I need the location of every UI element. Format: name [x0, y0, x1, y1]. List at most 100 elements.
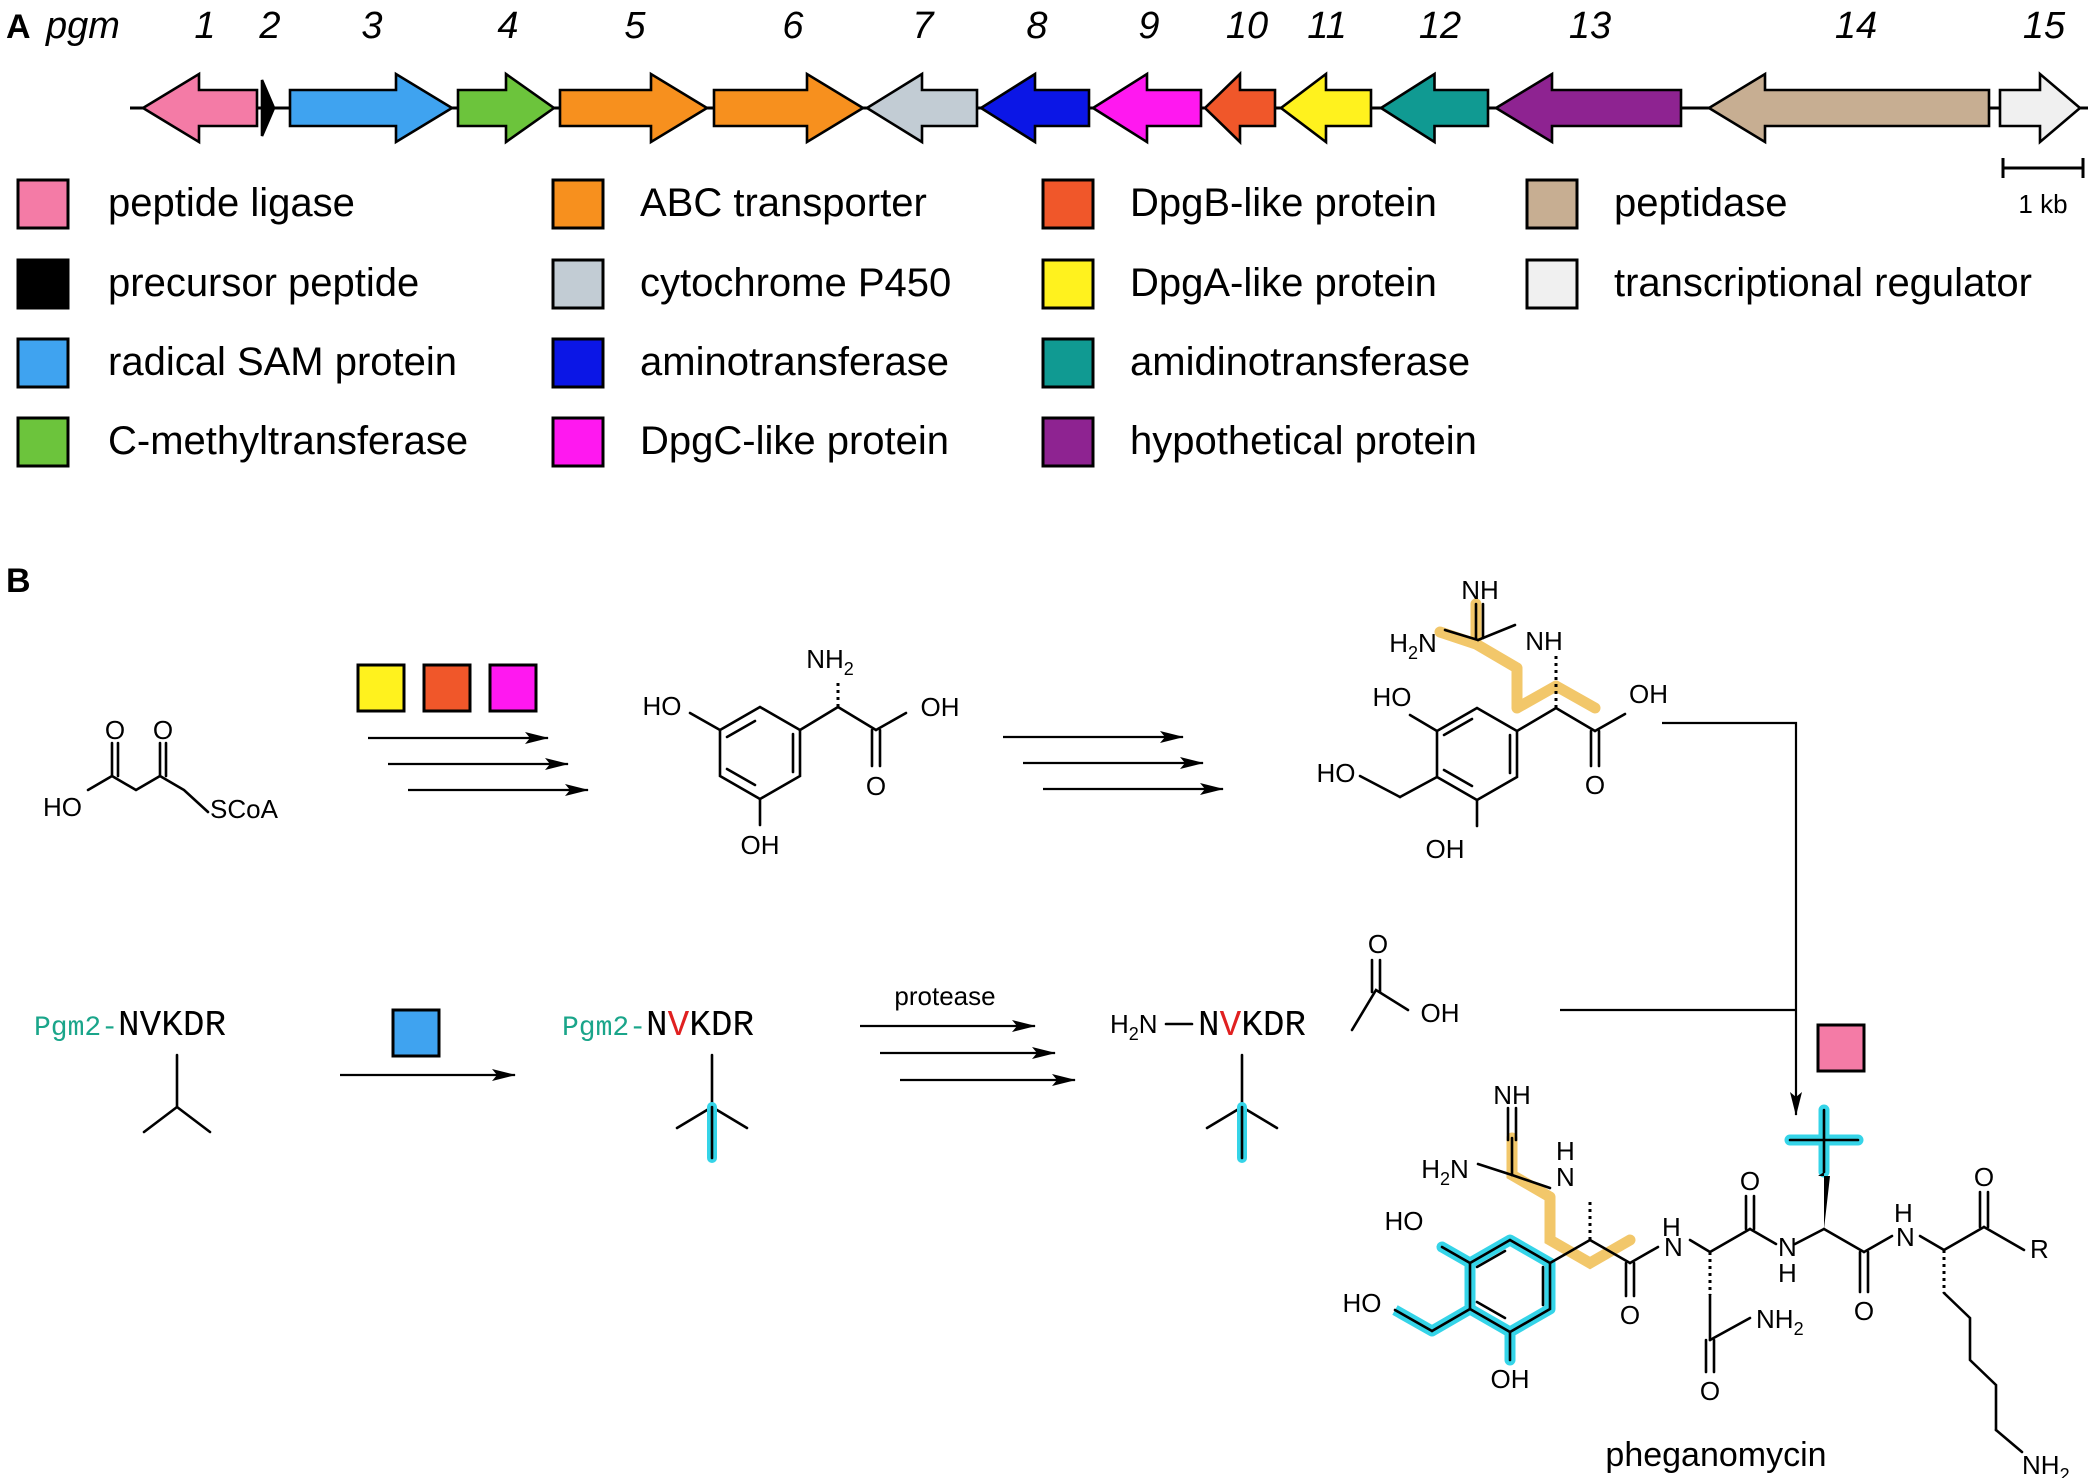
atom-h: H	[1662, 1212, 1681, 1242]
legend-label: hypothetical protein	[1130, 419, 1477, 463]
atom-o: O	[153, 715, 173, 745]
atom-ho: HO	[1373, 682, 1412, 712]
gene-number-10: 10	[1226, 5, 1268, 47]
gene-arrow-5	[558, 71, 710, 145]
atom-h2n: H2N	[1110, 1009, 1158, 1044]
atom-o: O	[1740, 1166, 1760, 1196]
gene-arrow-15	[1998, 71, 2083, 145]
atom-o: O	[1700, 1376, 1720, 1406]
connector-line	[1662, 721, 1798, 1008]
gene-arrow-11	[1278, 71, 1373, 145]
atom-ho: HO	[1317, 758, 1356, 788]
legend-label: precursor peptide	[108, 261, 419, 305]
gene-number-14: 14	[1835, 5, 1877, 47]
atom-n: N	[1664, 1232, 1683, 1262]
gene-number-1: 1	[194, 5, 215, 47]
atom-oh: OH	[1426, 834, 1465, 864]
legend-label: C-methyltransferase	[108, 419, 468, 463]
protease-label: protease	[894, 981, 995, 1011]
legend-swatch	[551, 178, 605, 230]
atom-nh2: NH2	[806, 644, 854, 679]
legend-swatch	[1525, 258, 1579, 310]
gene-arrow-14	[1706, 71, 1991, 145]
legend-swatch	[16, 258, 70, 310]
precursor-peptide: Pgm2-NVKDR	[34, 1005, 226, 1134]
legend-swatch	[1041, 416, 1095, 468]
atom-o: O	[1585, 770, 1605, 800]
atom-ho: HO	[1385, 1206, 1424, 1236]
legend-swatch	[1041, 178, 1095, 230]
legend-swatch	[16, 416, 70, 468]
atom-nh: NH	[1525, 626, 1563, 656]
pheganomycin-structure: NH H2N N H HO HO OH O H N O NH2 O N H O …	[1343, 1080, 2070, 1478]
gene-number-5: 5	[624, 5, 646, 47]
scale-bar-label: 1 kb	[2018, 189, 2067, 219]
gene-number-15: 15	[2023, 5, 2066, 47]
legend-label: DpgC-like protein	[640, 419, 949, 463]
gene-number-3: 3	[361, 5, 382, 47]
enzyme-box-dpgc	[488, 663, 538, 713]
peptide-cleaved-label: NVKDR	[1198, 1005, 1306, 1046]
legend-label: DpgA-like protein	[1130, 261, 1437, 305]
gene-arrow-1	[140, 71, 259, 145]
atom-nh2: NH2	[2022, 1450, 2070, 1478]
guanidino-dpg-intermediate: NH H2N NH HO HO OH OH O	[1317, 575, 1669, 864]
atom-oh: OH	[741, 830, 780, 860]
atom-oh: OH	[1421, 998, 1460, 1028]
gene-arrow-7	[864, 71, 979, 145]
legend-label: peptidase	[1614, 181, 1787, 225]
atom-r: R	[2030, 1234, 2049, 1264]
atom-h2n: H2N	[1421, 1154, 1469, 1189]
legend-label: transcriptional regulator	[1614, 261, 2032, 305]
legend-label: peptide ligase	[108, 181, 355, 225]
legend-swatch	[551, 337, 605, 389]
legend-swatch	[1041, 258, 1095, 310]
methylated-peptide: Pgm2-NVKDR	[562, 1005, 754, 1163]
atom-nh: NH	[1493, 1080, 1531, 1110]
panel-b-label: B	[6, 562, 31, 600]
atom-o: O	[1368, 929, 1388, 959]
atom-nh2: NH2	[1756, 1304, 1804, 1339]
atom-n: N	[1778, 1232, 1797, 1262]
enzyme-box-radical-sam	[391, 1008, 441, 1058]
atom-h: H	[1894, 1198, 1913, 1228]
gene-number-6: 6	[782, 5, 804, 47]
legend-swatch	[16, 178, 70, 230]
gene-arrow-12	[1378, 71, 1490, 145]
atom-h2n: H2N	[1389, 628, 1437, 663]
panel-a-label: A	[6, 8, 31, 46]
atom-o: O	[105, 715, 125, 745]
gene-number-13: 13	[1569, 5, 1611, 47]
legend-swatch	[551, 416, 605, 468]
gene-number-11: 11	[1307, 5, 1346, 47]
gene-arrow-3	[288, 71, 455, 145]
gene-arrow-8	[978, 71, 1091, 145]
legend-label: ABC transporter	[640, 181, 927, 225]
atom-o: O	[866, 771, 886, 801]
enzyme-box-dpgb	[422, 663, 472, 713]
atom-o: O	[1620, 1300, 1640, 1330]
enzyme-box-dpga	[356, 663, 406, 713]
atom-nh: NH	[1461, 575, 1499, 605]
cluster-name: pgm	[45, 5, 120, 47]
atom-scoa: SCoA	[210, 794, 279, 824]
atom-n: N	[1556, 1162, 1575, 1192]
atom-oh: OH	[921, 692, 960, 722]
legend-swatch	[1525, 178, 1579, 230]
scale-bar: 1 kb	[2001, 158, 2085, 219]
gene-number-12: 12	[1419, 5, 1461, 47]
malonyl-coa-structure: O O HO SCoA	[43, 715, 279, 824]
atom-ho: HO	[643, 691, 682, 721]
atom-oh: OH	[1629, 679, 1668, 709]
atom-o: O	[1854, 1296, 1874, 1326]
legend-label: DpgB-like protein	[1130, 181, 1437, 225]
atom-h: H	[1778, 1258, 1797, 1288]
atom-o: O	[1974, 1162, 1994, 1192]
panel-b: B O O HO SCoA	[6, 562, 2070, 1478]
gene-arrow-6	[712, 71, 866, 145]
gene-number-9: 9	[1138, 5, 1159, 47]
gene-arrow-13	[1493, 71, 1683, 145]
